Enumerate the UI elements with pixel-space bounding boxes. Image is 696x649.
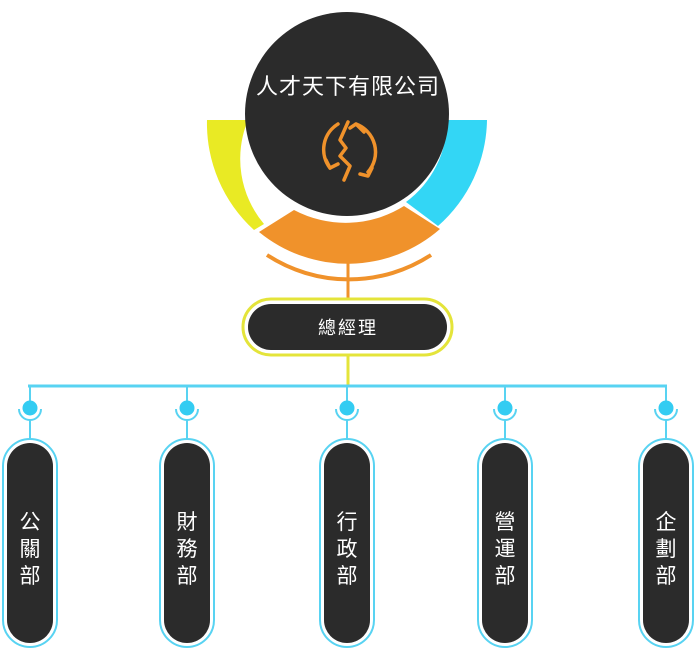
- department-cup-arc: [335, 408, 359, 421]
- ceo-node[interactable]: 總經理: [241, 297, 454, 357]
- department-label-char: 部: [337, 564, 358, 588]
- department-node[interactable]: 財務部: [159, 386, 215, 648]
- department-label-char: 部: [20, 564, 41, 588]
- department-label-char: 部: [177, 564, 198, 588]
- department-node[interactable]: 營運部: [477, 386, 533, 648]
- department-node-dot: [658, 400, 674, 416]
- department-cup-arc: [175, 408, 199, 421]
- department-label-char: 營: [495, 510, 516, 534]
- orange-ring-segment: [259, 206, 440, 264]
- department-node[interactable]: 企劃部: [638, 386, 694, 648]
- department-node-dot: [497, 400, 513, 416]
- department-label-char: 劃: [656, 537, 677, 561]
- department-node-dot: [339, 400, 355, 416]
- department-label-char: 公: [20, 510, 41, 534]
- department-cup-arc: [493, 408, 517, 421]
- company-circle: [245, 12, 449, 216]
- yellow-ring-segment: [206, 120, 264, 230]
- department-cup-arc: [654, 408, 678, 421]
- department-label-char: 關: [20, 537, 41, 561]
- department-pill: [324, 443, 370, 643]
- department-label-char: 政: [337, 537, 358, 561]
- department-node-dot: [22, 400, 38, 416]
- department-pill: [482, 443, 528, 643]
- department-label-char: 財: [177, 510, 198, 534]
- department-cup-arc: [18, 408, 42, 421]
- department-label-char: 部: [656, 564, 677, 588]
- department-pill: [7, 443, 53, 643]
- ceo-pill: [248, 304, 447, 350]
- department-node[interactable]: 行政部: [319, 386, 375, 648]
- department-label-char: 行: [337, 510, 358, 534]
- department-pill: [643, 443, 689, 643]
- department-label-char: 運: [495, 537, 516, 561]
- cyan-ring-segment: [406, 120, 487, 226]
- ceo-title: 總經理: [318, 318, 378, 339]
- refresh-face-icon: [321, 120, 378, 182]
- company-title: 人才天下有限公司: [256, 75, 440, 100]
- department-label-char: 務: [177, 537, 198, 561]
- department-pill: [164, 443, 210, 643]
- department-node-dot: [179, 400, 195, 416]
- department-label-char: 部: [495, 564, 516, 588]
- department-node[interactable]: 公關部: [2, 386, 58, 648]
- department-label-char: 企: [656, 510, 677, 534]
